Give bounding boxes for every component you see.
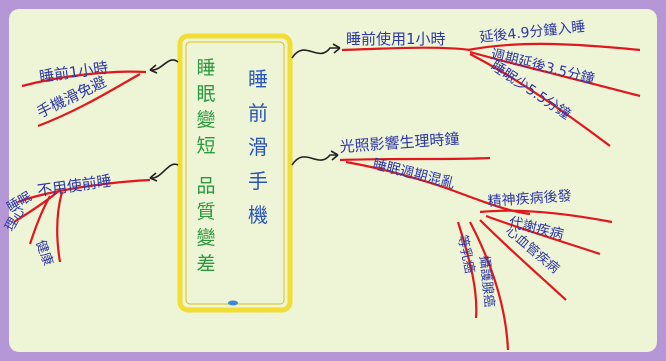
label-bottom-right-sub6: 攝護腺癌 xyxy=(476,255,497,308)
branch-top-right-main xyxy=(341,46,471,52)
branch-bottom-right-sub5 xyxy=(456,221,478,319)
branch-mid-left-b xyxy=(56,191,64,263)
phone-text-sleep-shorter-text: 睡眠變短 xyxy=(196,57,215,157)
branch-bottom-right-sub6 xyxy=(469,221,510,351)
branch-top-left-1 xyxy=(21,70,147,88)
branch-top-right-a xyxy=(467,42,641,52)
phone-text-quality-worse: 品質變差 xyxy=(196,175,215,275)
phone-text-scroll-before-bed-text: 睡前滑手機 xyxy=(248,67,268,227)
arrow-mid-left xyxy=(149,163,179,182)
phone-button xyxy=(228,300,238,306)
branch-lines xyxy=(13,42,641,351)
phone-text-scroll-before-bed: 睡前滑手機 xyxy=(248,67,268,227)
branch-mid-left-c xyxy=(28,195,51,245)
phone-text-sleep-shorter: 睡眠變短 xyxy=(196,57,215,157)
branch-mid-left-main xyxy=(17,178,151,204)
arrow-bottom-right xyxy=(291,150,339,166)
phone-frame xyxy=(177,33,293,313)
center-phone xyxy=(177,33,293,313)
paper-background xyxy=(9,9,657,352)
branch-top-right-c xyxy=(469,53,611,147)
arrow-top-right xyxy=(291,43,341,59)
branch-top-left-2 xyxy=(37,73,141,128)
branch-mid-left-a xyxy=(13,189,61,223)
phone-text-quality-worse-text: 品質變差 xyxy=(196,175,215,275)
branch-bottom-right-main xyxy=(339,156,491,162)
branch-top-right-b xyxy=(469,50,641,98)
branch-bottom-right-sub3 xyxy=(485,214,601,256)
label-bottom-right-sub2: 精神疾病後發 xyxy=(487,188,572,210)
arrow-top-left xyxy=(149,59,179,74)
branch-bottom-right-sub2 xyxy=(479,209,613,224)
label-bottom-right-sub5: 等乳癌 xyxy=(454,234,478,275)
label-top-right-main: 睡前使用1小時 xyxy=(346,30,446,48)
branch-bottom-right-sub1 xyxy=(345,160,531,216)
branch-bottom-right-sub4 xyxy=(479,219,567,301)
